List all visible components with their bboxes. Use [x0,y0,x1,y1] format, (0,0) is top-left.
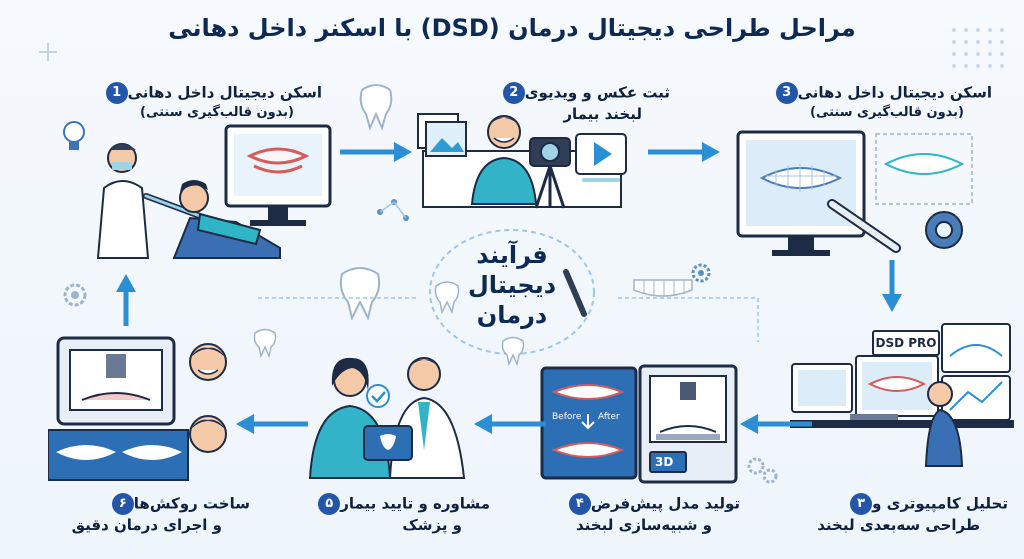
step-2-title: ثبت عکس و ویدیوی [524,83,670,102]
step-6-illustration [48,336,227,481]
center-cycle-ring [429,229,595,355]
page-title: مراحل طراحی دیجیتال درمان (DSD) با اسکنر… [168,14,856,42]
gear-icon [925,211,963,249]
step-2-illustration [417,113,627,209]
large-tooth-icon [339,267,381,320]
dashed-connectors [258,297,759,342]
left-gear-icon [63,283,87,307]
step-3-illustration [736,130,973,256]
center-line-2: دیجیتال [467,271,557,299]
teeth-row-icon [633,279,693,297]
gears-decor-icon [747,457,778,484]
arrow-step5-to-step6 [236,414,308,434]
before-label: Before [552,412,582,422]
step-2-subtitle: لبخند بیمار [563,105,642,123]
step-5-subtitle: و پزشک [402,516,462,534]
small-gear-icon [691,263,711,283]
step-4-illustration [540,364,738,484]
step-3-title: اسکن دیجیتال داخل دهانی [797,83,992,102]
step-1-label: اسکن دیجیتال داخل دهانی1 (بدون قالب‌گیری… [60,82,322,122]
plus-decor-icon [39,43,57,61]
arrow-step1-to-step2 [340,142,412,162]
arrow-step6-to-step1 [116,274,136,326]
step-5-label: مشاوره و تایید بیمار۵ و پزشک [290,493,490,535]
video-player-icon [575,133,627,182]
step-3b-illustration [790,323,1014,467]
step-3b-subtitle: طراحی سه‌بعدی لبخند [817,516,980,534]
camera-icon [529,137,571,209]
step-1-illustration [63,121,332,259]
step-2-label: ثبت عکس و ویدیوی2 لبخند بیمار [420,82,670,124]
arrow-step2-to-step3 [648,142,720,162]
step-6-label: ساخت روکش‌ها۶ و اجرای درمان دقیق [40,493,250,535]
center-line-1: فرآیند [476,241,548,269]
step-3-label: اسکن دیجیتال داخل دهانی3 (بدون قالب‌گیری… [730,82,992,122]
step-6-badge: ۶ [111,493,134,515]
small-tooth-icon [434,281,460,314]
center-line-3: درمان [476,301,548,329]
step-3b-label: تحلیل کامپیوتری و۳ طراحی سه‌بعدی لبخند [780,493,1008,535]
tooth-icon [359,84,393,131]
step-5-badge: ۵ [318,493,341,515]
step-3-subtitle: (بدون قالب‌گیری سنتی) [810,105,964,120]
step-6-title: ساخت روکش‌ها [133,494,250,513]
node-dots-icon [377,199,409,221]
arrow-step4-to-step5 [474,414,546,434]
after-label: After [598,412,620,422]
scanner-wand-icon [563,269,587,317]
step-2-badge: 2 [502,82,525,104]
check-bubble-icon [366,384,390,408]
step-3b-badge: ۳ [850,493,873,515]
step-4-title: تولید مدل پیش‌فرض [590,494,740,513]
step-4-badge: ۴ [568,493,591,515]
tiny-tooth-icon [253,328,277,358]
photo-gallery-icon [417,113,467,157]
step-4-label: تولید مدل پیش‌فرض۴ و شبیه‌سازی لبخند [518,493,740,535]
arrow-step3b-to-step4 [740,414,812,434]
step-5-title: مشاوره و تایید بیمار [340,494,490,513]
step-6-subtitle: و اجرای درمان دقیق [71,516,222,534]
lightbulb-icon [63,121,85,150]
arrow-step3-down [882,260,902,312]
step-4-subtitle: و شبیه‌سازی لبخند [576,516,712,534]
center-process-text: فرآیند دیجیتال درمان [442,240,582,330]
printer-3d-label: 3D [655,455,674,469]
dot-grid-decor-icon [952,28,1004,68]
step-5-illustration [308,357,466,479]
step-3-badge: 3 [775,82,798,104]
step-3b-title: تحلیل کامپیوتری و [872,494,1008,513]
step-1-badge: 1 [105,82,128,104]
bottom-tooth-icon [501,336,525,366]
step-1-title: اسکن دیجیتال داخل دهانی [127,83,322,102]
step-1-subtitle: (بدون قالب‌گیری سنتی) [140,105,294,120]
